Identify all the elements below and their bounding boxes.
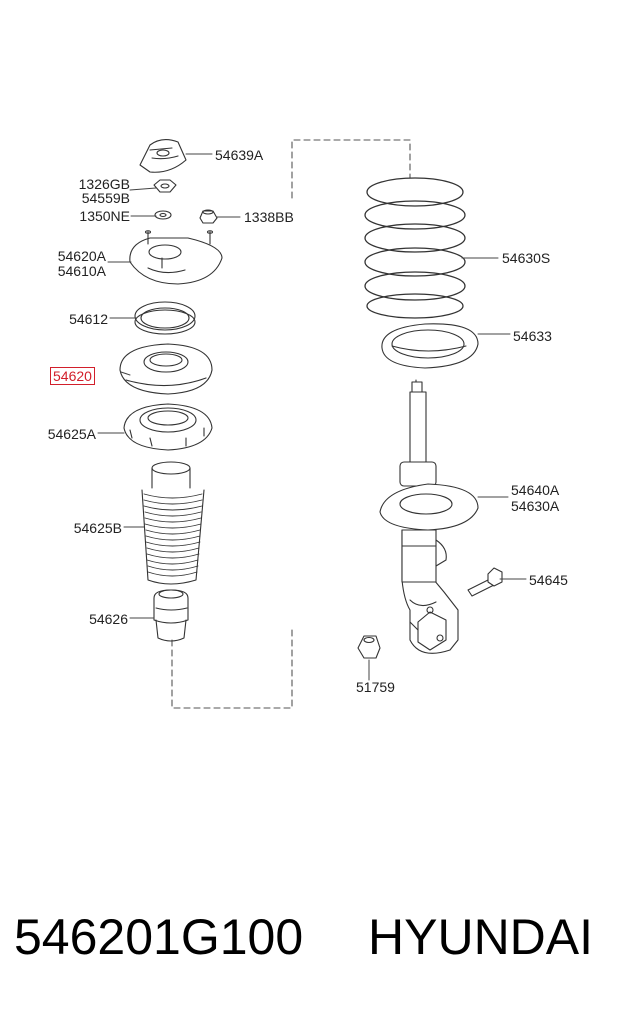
part-info-footer: 546201G100 HYUNDAI	[0, 905, 620, 975]
label-54559B[interactable]: 54559B	[81, 190, 130, 206]
label-54620A[interactable]: 54620A	[57, 248, 106, 264]
leader-lines	[97, 153, 527, 681]
washer-shape	[154, 210, 172, 220]
flange-nut-shape	[199, 209, 218, 224]
strut-mount-shape	[129, 230, 223, 285]
label-54612[interactable]: 54612	[69, 311, 108, 327]
label-1338BB[interactable]: 1338BB	[244, 209, 294, 225]
label-54625B[interactable]: 54625B	[73, 520, 122, 536]
nut-shape	[153, 179, 177, 193]
diagram-drawing	[97, 139, 527, 709]
brand-name: HYUNDAI	[368, 909, 594, 965]
bolt-shape	[467, 567, 503, 597]
exploded-parts-diagram: 54639A 1326GB 54559B 1350NE 1338BB 54620…	[47, 139, 568, 709]
label-1326GB[interactable]: 1326GB	[78, 176, 130, 192]
label-54633[interactable]: 54633	[513, 328, 552, 344]
spring-pad-shape	[123, 403, 213, 451]
label-54625A[interactable]: 54625A	[47, 426, 96, 442]
insulator-shape	[119, 343, 213, 395]
dust-boot-shape	[141, 461, 205, 585]
dust-cap-shape	[139, 139, 187, 173]
label-54640A[interactable]: 54640A	[511, 482, 560, 498]
label-54620-highlighted[interactable]: 54620	[50, 367, 95, 385]
bump-stop-shape	[153, 589, 189, 642]
label-54610A[interactable]: 54610A	[57, 263, 106, 279]
spring-seat-shape	[381, 323, 479, 369]
label-54630S[interactable]: 54630S	[502, 250, 551, 266]
label-51759[interactable]: 51759	[356, 679, 395, 695]
part-number: 546201G100	[14, 909, 304, 965]
hex-nut-shape	[357, 635, 381, 659]
label-54639A[interactable]: 54639A	[215, 147, 264, 163]
label-54626[interactable]: 54626	[89, 611, 128, 627]
label-54630A[interactable]: 54630A	[511, 498, 560, 514]
bearing-shape	[134, 301, 196, 335]
label-1350NE[interactable]: 1350NE	[79, 208, 130, 224]
label-54645[interactable]: 54645	[529, 572, 568, 588]
coil-spring-shape	[364, 177, 466, 319]
strut-assembly-shape	[379, 379, 479, 654]
dashed-connector	[171, 139, 411, 709]
